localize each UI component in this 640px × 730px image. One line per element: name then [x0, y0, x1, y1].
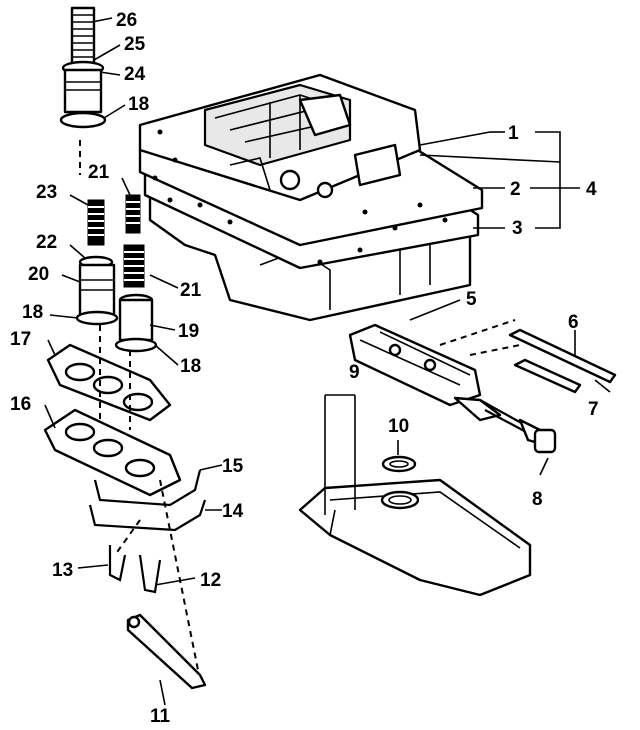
callout-labels: 1 2 4 3 5 6 7 9 10 8 26 25 24 18 21 23 2…: [10, 10, 599, 727]
callout-1: 1: [508, 123, 519, 144]
spring-21-upper: [125, 194, 141, 234]
callout-21-bottom: 21: [180, 280, 202, 301]
sensor-bracket: [439, 319, 617, 394]
callout-12: 12: [200, 570, 221, 591]
callout-19: 19: [178, 321, 199, 342]
gasket-17: [46, 343, 172, 422]
spring-23: [87, 199, 105, 246]
callout-16: 16: [10, 394, 31, 415]
callout-10: 10: [388, 416, 409, 437]
accumulator-stack: [43, 6, 207, 690]
callout-13: 13: [52, 560, 73, 581]
callout-3: 3: [512, 218, 523, 239]
callout-15: 15: [222, 456, 244, 477]
callout-18-mid: 18: [22, 302, 43, 323]
callout-2: 2: [510, 179, 521, 200]
callout-14: 14: [222, 501, 244, 522]
callout-4: 4: [586, 179, 597, 200]
callout-7: 7: [588, 399, 599, 420]
callout-26: 26: [116, 10, 137, 31]
callout-25: 25: [124, 34, 146, 55]
spring-26: [70, 6, 96, 65]
callout-17: 17: [10, 329, 31, 350]
callout-6: 6: [568, 312, 579, 333]
callout-9: 9: [349, 362, 360, 383]
callout-18-top: 18: [128, 94, 149, 115]
callout-23: 23: [36, 182, 57, 203]
bracket-11: [126, 613, 207, 690]
callout-11: 11: [150, 706, 171, 727]
callout-21-top: 21: [88, 162, 110, 183]
callout-5: 5: [466, 289, 477, 310]
callout-8: 8: [532, 489, 543, 510]
oil-pan: [298, 478, 532, 597]
valve-body-assembly: [138, 73, 484, 322]
plate-16: [43, 408, 182, 497]
callout-24: 24: [124, 64, 146, 85]
leader-lines: [44, 17, 611, 706]
callout-18-low: 18: [180, 356, 201, 377]
o-ring: [381, 455, 417, 473]
spring-21-lower: [123, 244, 145, 288]
filter-housing: [348, 323, 502, 422]
callout-22: 22: [36, 232, 57, 253]
mounting-holes: [152, 129, 448, 265]
connector-assembly: [479, 399, 557, 454]
callout-20: 20: [28, 264, 49, 285]
